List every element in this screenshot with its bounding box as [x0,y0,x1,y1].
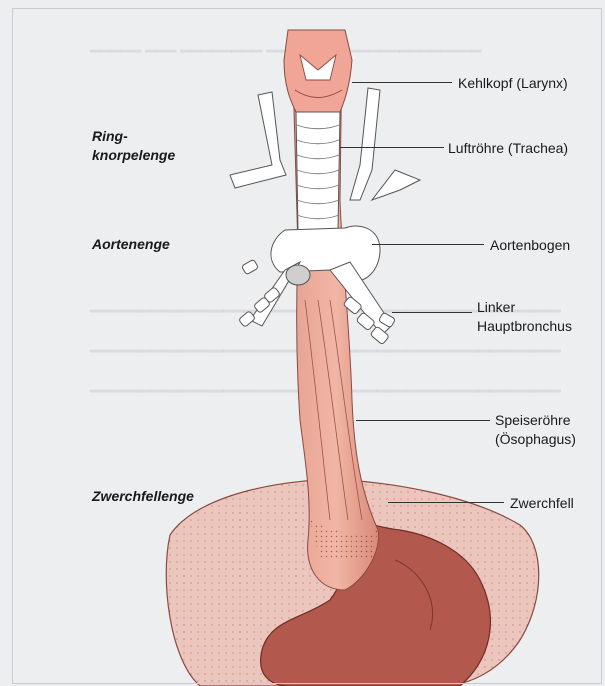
label-aorta-constriction: Aortenenge [92,235,170,253]
label-diaphragm: Zwerchfell [510,494,574,512]
label-trachea: Luftröhre (Trachea) [448,139,568,157]
leader-line-esophagus [356,420,490,421]
trachea-shape [296,112,340,230]
larynx-shape [284,30,352,112]
leader-line-aortic-arch [372,244,484,245]
leader-line-bronchus [392,312,472,313]
leader-line-diaphragm [388,502,504,503]
label-bronchus-line2: Hauptbronchus [477,317,572,335]
label-esophagus-line2: (Ösophagus) [495,430,576,448]
label-larynx: Kehlkopf (Larynx) [458,74,568,92]
label-esophagus-line1: Speiseröhre [495,411,571,429]
leader-line-trachea [340,147,444,148]
label-aortic-arch: Aortenbogen [490,236,570,254]
label-bronchus-line1: Linker [477,298,515,316]
label-ring-line1: Ring- [92,127,128,145]
label-ring-line2: knorpelenge [92,146,175,164]
leader-line-larynx [352,82,452,83]
label-diaphragm-constriction: Zwerchfellenge [92,487,194,505]
